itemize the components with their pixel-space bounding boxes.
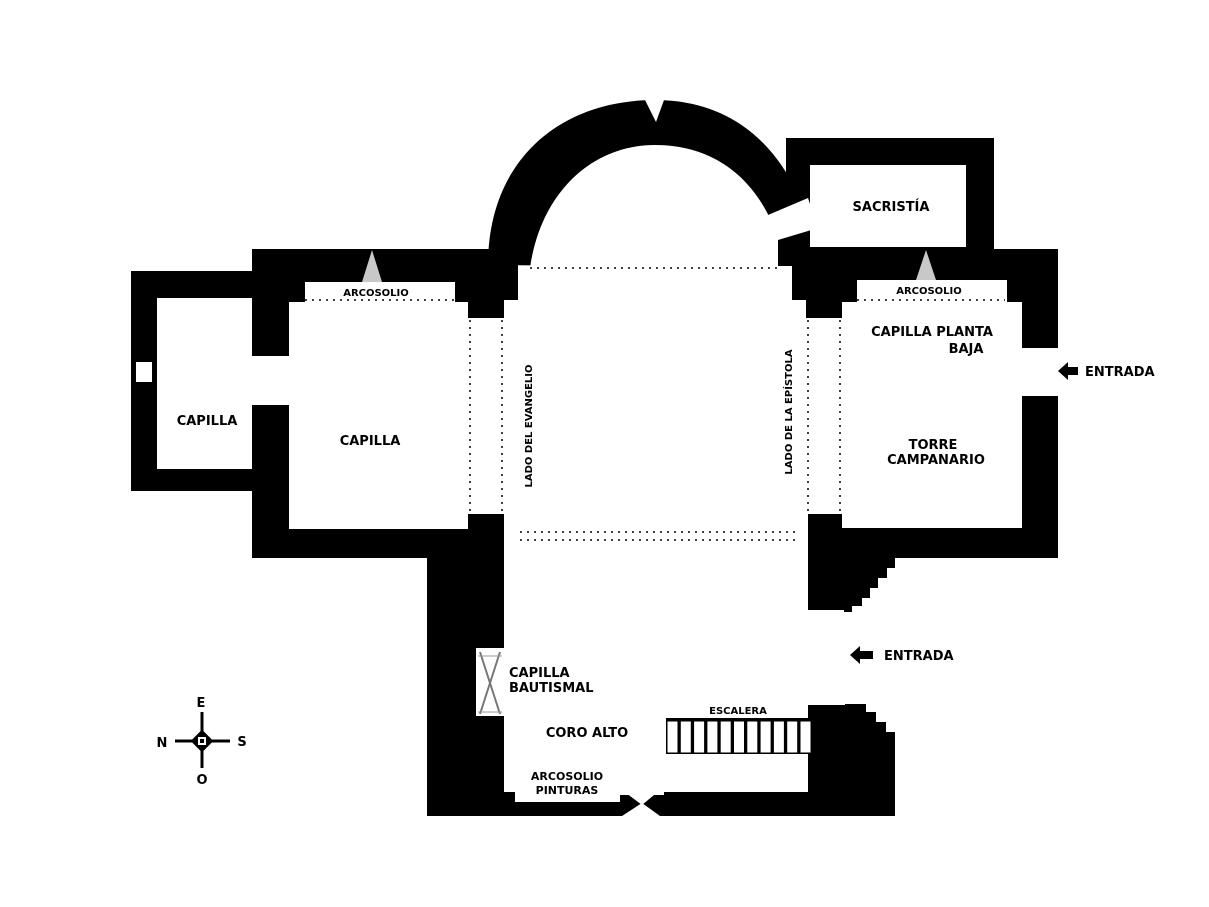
floor-arcosolio-pinturas (515, 760, 620, 802)
floor-sacristy (810, 165, 966, 247)
compass-east: E (197, 696, 206, 711)
floor-crossing-left (468, 318, 506, 514)
floor-stair-gap (620, 705, 664, 795)
label-entrada-bottom: ENTRADA (884, 649, 954, 664)
niche-right (916, 250, 936, 280)
labels: SACRISTÍA ARCOSOLIO ARCOSOLIO CAPILLA PL… (177, 199, 993, 797)
label-arcosolio-left: ARCOSOLIO (343, 288, 409, 299)
staircase (666, 718, 812, 754)
label-torre-2: CAMPANARIO (887, 453, 985, 468)
stair-step (706, 720, 719, 754)
arrow-left-icon (1058, 362, 1078, 380)
floor-left-arcosolio (305, 282, 455, 304)
floor-crossing-right (806, 318, 844, 514)
opening-entrance-top (1018, 348, 1063, 396)
label-capilla-planta-baja-2: BAJA (949, 342, 984, 357)
label-capilla-bautismal-2: BAUTISMAL (509, 681, 593, 696)
dotted-lines (305, 267, 1005, 541)
stair-step (772, 720, 785, 754)
compass-rose: E N S O (157, 696, 247, 788)
wall-buttress-right (808, 540, 895, 616)
label-coro-alto: CORO ALTO (546, 726, 628, 741)
pier-bottom-left (468, 514, 504, 550)
apse-window-nub (640, 124, 668, 138)
label-arcosolio-right: ARCOSOLIO (896, 286, 962, 297)
stair-step (746, 720, 759, 754)
label-entrada-top: ENTRADA (1085, 365, 1155, 380)
stair-step (799, 720, 812, 754)
compass-south: S (237, 735, 246, 750)
label-torre-1: TORRE (909, 438, 958, 453)
pier-bottom-right (808, 514, 842, 542)
label-sacristia: SACRISTÍA (853, 199, 930, 215)
arrow-left-icon (850, 646, 873, 664)
niches (362, 250, 936, 282)
stair-step (679, 720, 692, 754)
floor-left-chapel (289, 302, 469, 529)
bottom-door-lower (622, 803, 660, 816)
floor-right-chapel (840, 302, 1022, 528)
stair-step (719, 720, 732, 754)
floor-nave (503, 266, 808, 536)
label-capilla-far-left: CAPILLA (177, 414, 238, 429)
floor-apse (530, 145, 778, 268)
floor-right-arcosolio (857, 280, 1007, 304)
floor-left-pier-gap (453, 302, 469, 318)
entrance-bottom: ENTRADA (850, 646, 954, 664)
label-capilla-planta-baja-1: CAPILLA PLANTA (871, 325, 993, 340)
label-arcosolio-pinturas-2: PINTURAS (536, 784, 599, 797)
entrance-top: ENTRADA (1058, 362, 1155, 380)
label-lado-evangelio: LADO DEL EVANGELIO (524, 364, 535, 487)
label-capilla-left: CAPILLA (340, 434, 401, 449)
floor-far-left-chapel (157, 298, 252, 469)
stair-step (759, 720, 772, 754)
label-escalera: ESCALERA (709, 706, 767, 717)
pier-apse-left (488, 255, 518, 300)
bottom-door (622, 790, 660, 805)
baptismal-niche (476, 648, 504, 716)
label-capilla-bautismal-1: CAPILLA (509, 666, 570, 681)
piers (468, 255, 842, 550)
stair-step (733, 720, 745, 754)
wall-stair-right (808, 692, 895, 816)
niche-left (362, 250, 382, 282)
stair-step (666, 720, 679, 754)
stair-step (693, 720, 706, 754)
opening-far-left (250, 356, 290, 405)
compass-north: N (157, 736, 168, 751)
label-lado-epistola: LADO DE LA EPÍSTOLA (782, 349, 795, 474)
sacristy-door-gap (768, 198, 818, 240)
floors (136, 100, 1063, 816)
pier-apse-right (792, 255, 822, 300)
compass-west: O (196, 773, 207, 788)
stair-step (786, 720, 799, 754)
label-arcosolio-pinturas-1: ARCOSOLIO (531, 770, 603, 783)
apse-window (645, 100, 664, 122)
window-far-left (136, 362, 152, 382)
